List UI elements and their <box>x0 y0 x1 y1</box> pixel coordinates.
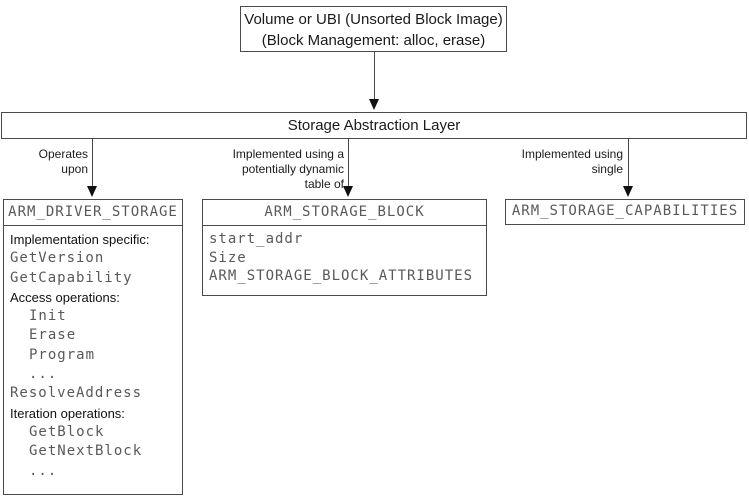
arm-storage-capabilities-title: ARM_STORAGE_CAPABILITIES <box>511 203 739 219</box>
volume-ubi-box: Volume or UBI (Unsorted Block Image) (Bl… <box>240 6 507 52</box>
driver-line-getversion: GetVersion <box>10 250 105 267</box>
edge-label-dynamic-table-line2: potentially dynamic <box>241 162 344 176</box>
driver-line-getcapability: GetCapability <box>10 269 133 286</box>
arrow-sal-to-driver-line <box>92 139 93 187</box>
driver-line-getblock: GetBlock <box>29 423 105 440</box>
edge-label-dynamic-table: Implemented using a potentially dynamic … <box>214 147 344 192</box>
arrow-volume-to-sal-head <box>369 99 379 110</box>
driver-line-ellipsis-1: ... <box>29 366 58 383</box>
edge-label-operates-upon: Operates upon <box>8 147 88 177</box>
storage-abstraction-layer-box: Storage Abstraction Layer <box>1 112 747 139</box>
arm-driver-storage-title: ARM_DRIVER_STORAGE <box>4 200 182 226</box>
arm-storage-block-body: start_addr Size ARM_STORAGE_BLOCK_ATTRIB… <box>203 226 486 286</box>
arrow-volume-to-sal-line <box>374 52 375 100</box>
arm-driver-storage-body: Implementation specific: GetVersion GetC… <box>4 226 182 481</box>
volume-ubi-line1: Volume or UBI (Unsorted Block Image) <box>244 11 503 28</box>
volume-ubi-line2: (Block Management: alloc, erase) <box>261 32 486 49</box>
edge-label-dynamic-table-line1: Implemented using a <box>232 147 344 161</box>
arrow-sal-to-capabilities-head <box>623 186 633 197</box>
arm-driver-storage-box: ARM_DRIVER_STORAGE Implementation specif… <box>3 199 183 495</box>
driver-line-erase: Erase <box>29 327 77 344</box>
arm-storage-block-title: ARM_STORAGE_BLOCK <box>203 200 486 226</box>
driver-line-resolveaddress: ResolveAddress <box>10 385 143 402</box>
block-line-attributes: ARM_STORAGE_BLOCK_ATTRIBUTES <box>209 268 474 285</box>
block-line-size: Size <box>209 249 247 266</box>
driver-line-implementation-specific: Implementation specific: <box>10 232 150 247</box>
arrow-sal-to-driver-head <box>87 186 97 197</box>
driver-line-ellipsis-2: ... <box>29 462 58 479</box>
edge-label-operates-upon-line1: Operates <box>38 147 88 161</box>
driver-line-init: Init <box>29 308 67 325</box>
arm-storage-capabilities-box: ARM_STORAGE_CAPABILITIES <box>505 199 745 225</box>
driver-line-iteration-operations: Iteration operations: <box>10 405 125 421</box>
driver-line-getnextblock: GetNextBlock <box>29 443 143 460</box>
driver-line-program: Program <box>29 346 96 363</box>
edge-label-operates-upon-line2: upon <box>61 162 88 176</box>
driver-line-access-operations: Access operations: <box>10 289 120 305</box>
edge-label-dynamic-table-line3: table of <box>304 177 344 191</box>
storage-abstraction-layer-title: Storage Abstraction Layer <box>287 117 461 134</box>
block-line-start-addr: start_addr <box>209 231 304 247</box>
arrow-sal-to-capabilities-line <box>628 139 629 187</box>
edge-label-single-line1: Implemented using <box>521 147 623 161</box>
edge-label-single: Implemented using single <box>493 147 623 177</box>
edge-label-single-line2: single <box>591 162 623 176</box>
arm-storage-block-box: ARM_STORAGE_BLOCK start_addr Size ARM_ST… <box>202 199 487 296</box>
arrow-sal-to-block-line <box>348 139 349 187</box>
arrow-sal-to-block-head <box>343 186 353 197</box>
